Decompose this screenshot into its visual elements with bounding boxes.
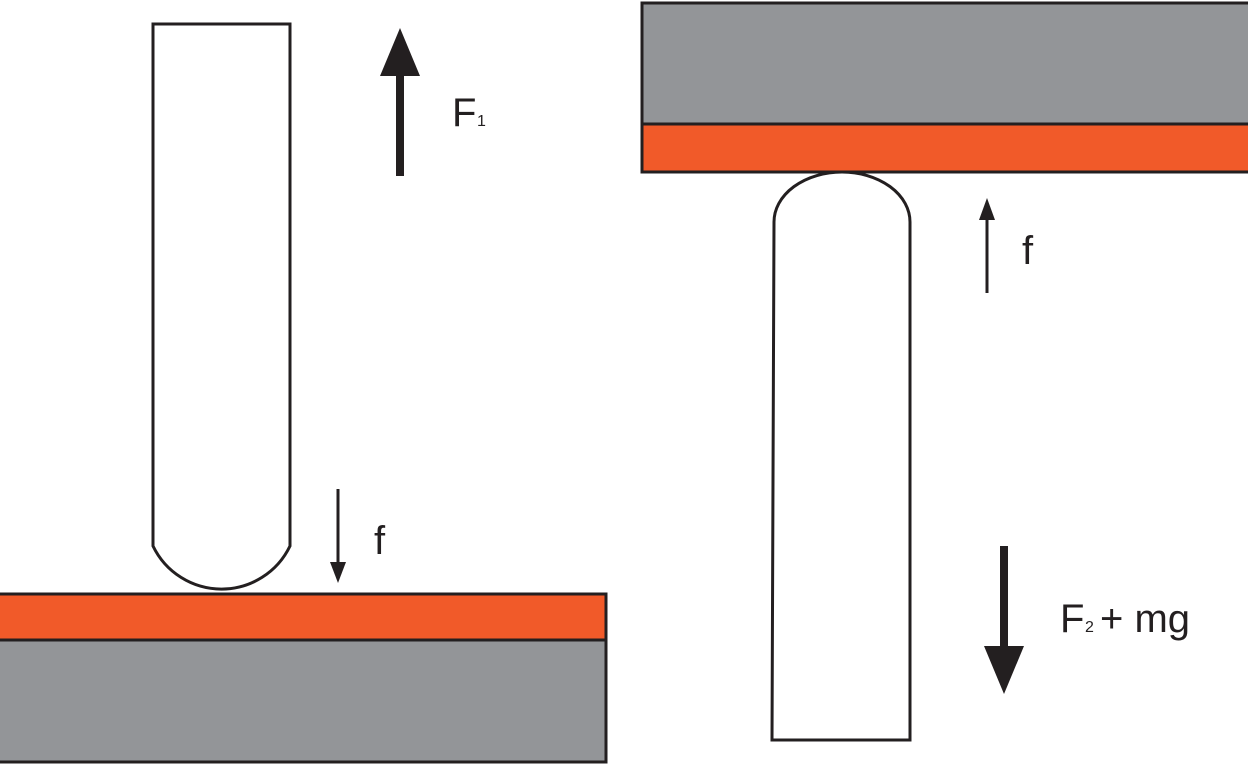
left-substrate: [0, 638, 608, 764]
force-arrow-f1: [380, 28, 420, 176]
label-f1: F: [452, 91, 476, 135]
label-f2-subscript: 2: [1085, 619, 1094, 636]
label-f2-suffix: + mg: [1100, 597, 1190, 641]
right-coating: [640, 122, 1248, 174]
friction-arrow-right: [979, 198, 995, 293]
friction-arrow-left: [330, 489, 346, 583]
left-coating: [0, 592, 608, 642]
right-panel: f F 2 + mg: [640, 1, 1248, 742]
label-f2: F: [1060, 597, 1084, 641]
right-substrate: [640, 1, 1248, 126]
right-rod: [770, 170, 912, 742]
label-friction-right: f: [1022, 229, 1034, 273]
force-arrow-f2: [984, 546, 1024, 694]
label-f1-subscript: 1: [477, 113, 486, 130]
left-rod: [151, 22, 292, 591]
left-panel: F 1 f: [0, 22, 608, 764]
label-friction-left: f: [374, 519, 386, 563]
